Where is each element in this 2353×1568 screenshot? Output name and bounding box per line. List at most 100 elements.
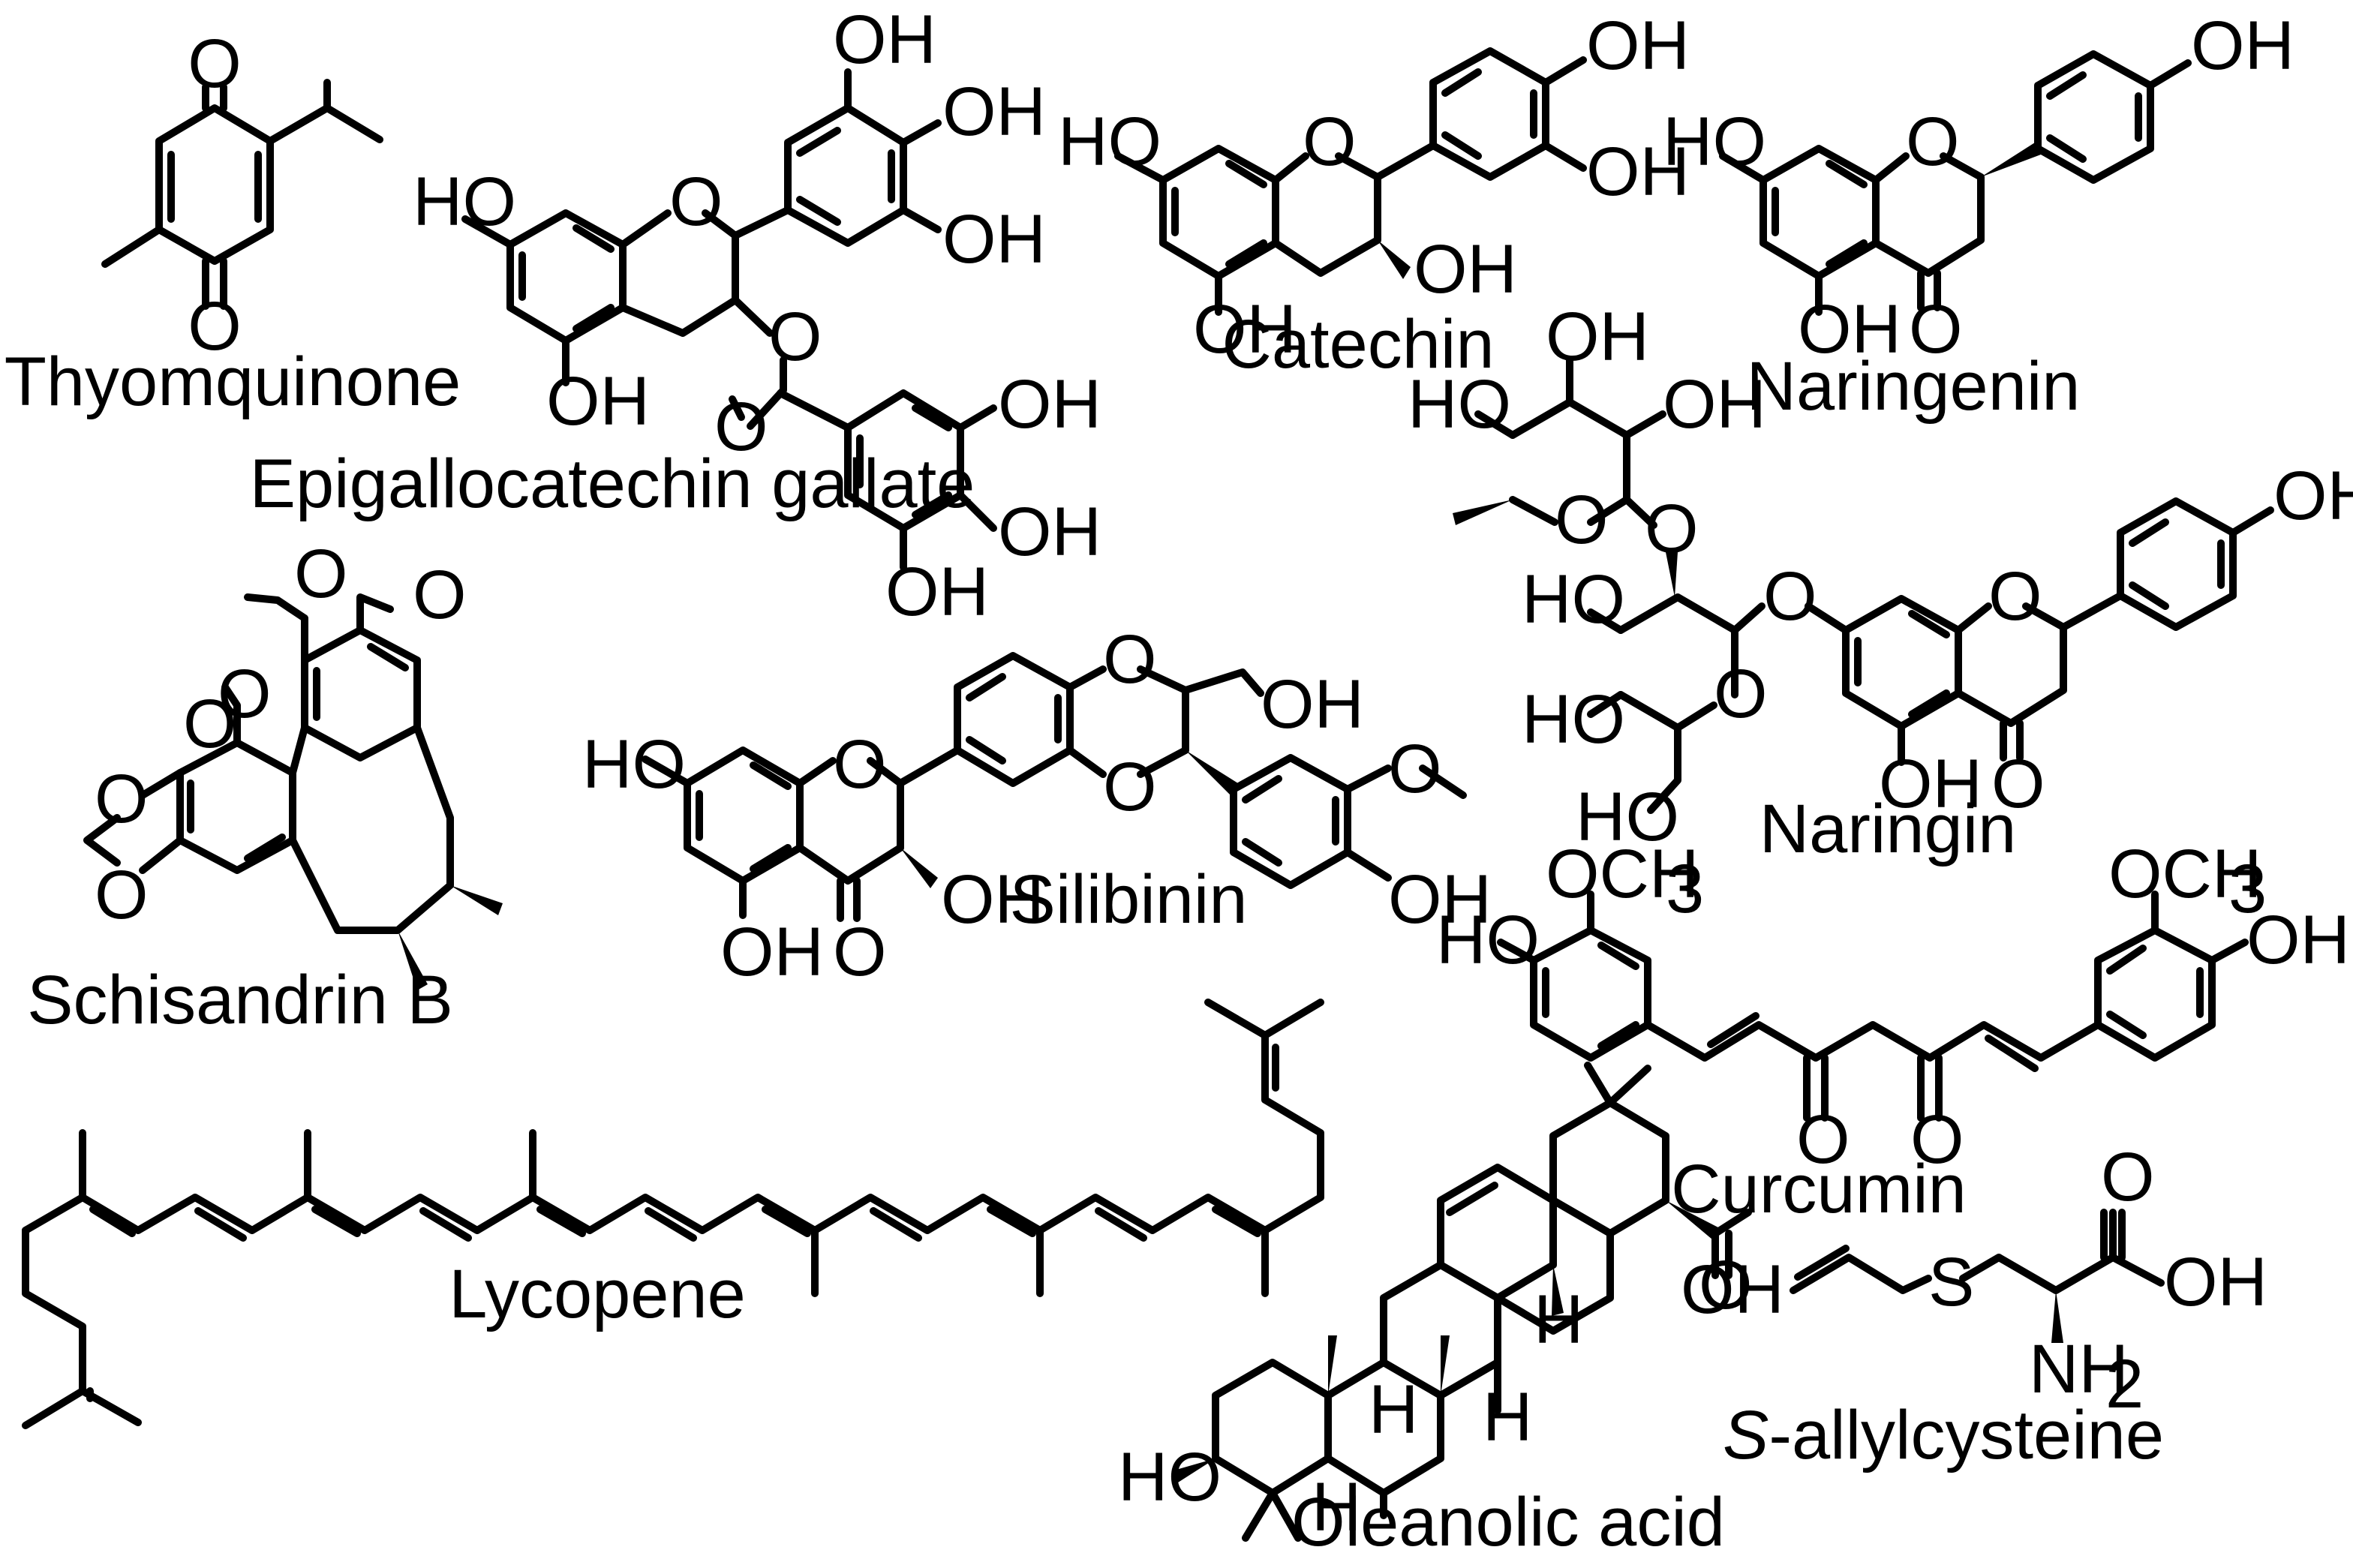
compound-name-lycopene: Lycopene — [449, 1256, 746, 1332]
naringenin-structure: HO O OH OH O Naringenin — [1663, 8, 2294, 425]
oxygen-label: O — [714, 389, 768, 465]
oxygen-label: O — [669, 164, 723, 240]
subscript-label: 3 — [2228, 851, 2267, 927]
oxygen-label: O — [1763, 558, 1817, 635]
hydroxyl-label: HO — [1522, 561, 1625, 638]
hydroxyl-label: HO — [582, 726, 686, 803]
curcumin-structure: OCH 3 HO OCH 3 OH O O Curcumin — [1436, 836, 2350, 1227]
hydroxyl-label: OH — [2246, 902, 2350, 978]
dioxole-oxygen-label: O — [95, 761, 149, 837]
compound-name-schisandrin-b: Schisandrin B — [27, 962, 453, 1038]
hydroxyl-label: OH — [1193, 291, 1297, 368]
hydroxyl-label: OH — [998, 494, 1101, 570]
subscript-label: 3 — [1666, 851, 1704, 927]
compound-name-catechin: Catechin — [1222, 306, 1494, 383]
hydroxyl-label: HO — [413, 164, 516, 240]
compound-name-curcumin: Curcumin — [1671, 1151, 1967, 1227]
hydrogen-label: H — [1312, 1469, 1361, 1545]
oxygen-label: O — [1103, 749, 1157, 825]
oxygen-label: O — [1303, 104, 1357, 180]
carboxyl-hydroxyl-label: OH — [2164, 1244, 2267, 1320]
compound-name-egcg: Epigallocatechin gallate — [250, 446, 975, 522]
methoxy-oxygen-label: O — [218, 656, 272, 732]
thymoquinone-structure: O O Thyomquinone — [5, 26, 461, 420]
hydroxyl-label: OH — [1388, 861, 1492, 938]
methoxy-oxygen-label: O — [1388, 731, 1442, 807]
methoxy-label: OCH — [2108, 836, 2261, 912]
hydroxyl-label: OH — [885, 554, 989, 630]
oxygen-label: O — [833, 914, 887, 990]
hydroxyl-label: HO — [1058, 104, 1161, 180]
oxygen-label: O — [1906, 104, 1960, 180]
name-italic-part: S — [1723, 1397, 1769, 1473]
hydroxyl-label: OH — [1261, 666, 1364, 743]
hydroxyl-label: HO — [1576, 779, 1679, 855]
oxygen-label: O — [768, 299, 822, 375]
subscript-label: 2 — [2105, 1346, 2144, 1422]
carbonyl-oxygen-label: O — [2101, 1139, 2155, 1215]
hydroxyl-label: OH — [1586, 134, 1690, 210]
catechin-structure: HO O OH OH OH OH Catechin — [1058, 8, 1690, 383]
carboxyl-hydroxyl-label: OH — [1681, 1251, 1784, 1328]
methoxy-oxygen-label: O — [294, 536, 348, 612]
amine-label: NH — [2029, 1331, 2129, 1407]
hydroxyl-label: HO — [1663, 104, 1766, 180]
compound-name-silibinin: Silibinin — [1009, 861, 1247, 938]
hydroxyl-label: OH — [2191, 8, 2294, 84]
compound-name-thymoquinone: Thyomquinone — [5, 344, 461, 420]
oxygen-label: O — [1988, 558, 2042, 635]
hydroxyl-label: OH — [1586, 8, 1690, 84]
oxygen-label: O — [188, 26, 242, 102]
dioxole-oxygen-label: O — [95, 857, 149, 933]
oxygen-label: O — [1714, 656, 1768, 732]
oxygen-label: O — [1909, 291, 1963, 368]
hydroxyl-label: OH — [546, 363, 650, 440]
ketone-oxygen-label: O — [1796, 1101, 1850, 1178]
egcg-structure: HO O OH OH OH O O OH OH OH OH Epigalloca… — [250, 2, 1101, 630]
hydroxyl-label: OH — [998, 366, 1101, 443]
name-rest-part: -allylcysteine — [1769, 1397, 2164, 1473]
hydroxyl-label: HO — [1118, 1439, 1222, 1515]
hydrogen-label: H — [1369, 1371, 1418, 1448]
oxygen-label: O — [833, 726, 887, 803]
hydroxyl-label: OH — [1546, 299, 1649, 375]
schisandrin-b-structure: O O O O O O Schisandrin B — [27, 536, 503, 1038]
hydrogen-label: H — [1483, 1379, 1532, 1455]
hydroxyl-label: OH — [720, 914, 824, 990]
hydroxyl-label: OH — [833, 2, 936, 78]
hydroxyl-label: OH — [2273, 458, 2353, 534]
hydroxyl-label: OH — [941, 861, 1044, 938]
oxygen-label: O — [1991, 746, 2045, 822]
oxygen-label: O — [188, 288, 242, 365]
ketone-oxygen-label: O — [1910, 1101, 1964, 1178]
naringin-structure: OH HO OH O O HO O HO O HO O OH OH O Nari… — [1408, 299, 2353, 867]
hydroxyl-label: OH — [1663, 366, 1766, 443]
hydroxyl-label: HO — [1436, 902, 1540, 978]
hydroxyl-label: HO — [1408, 366, 1511, 443]
oleanolic-acid-structure: OH O H H H HO H Oleanolic acid — [1118, 1062, 1784, 1560]
hydrogen-label: H — [1534, 1281, 1583, 1358]
silibinin-structure: HO O O O OH O OH OH O OH Silibinin — [582, 621, 1492, 990]
methoxy-oxygen-label: O — [183, 686, 237, 762]
sulfur-label: S — [1928, 1244, 1974, 1320]
methoxy-label: OCH — [1546, 836, 1699, 912]
compound-name-naringin: Naringin — [1759, 791, 2017, 867]
oxygen-label: O — [1103, 621, 1157, 698]
methoxy-oxygen-label: O — [413, 557, 467, 633]
hydroxyl-label: OH — [1414, 231, 1517, 308]
hydroxyl-label: OH — [942, 201, 1046, 278]
compound-name-s-allylcysteine: S-allylcysteine — [1723, 1397, 2164, 1473]
hydroxyl-label: OH — [1798, 291, 1901, 368]
s-allylcysteine-structure: O OH S NH 2 S-allylcysteine — [1723, 1139, 2267, 1473]
hydroxyl-label: OH — [1879, 746, 1982, 822]
oxygen-label: O — [1555, 482, 1609, 558]
oxygen-label: O — [1645, 491, 1699, 567]
compound-name-oleanolic-acid: Oleanolic acid — [1291, 1484, 1725, 1560]
hydroxyl-label: HO — [1522, 681, 1625, 758]
compound-name-naringenin: Naringenin — [1747, 348, 2081, 425]
hydroxyl-label: OH — [942, 74, 1046, 150]
lycopene-structure: Lycopene — [22, 999, 1324, 1429]
carbonyl-oxygen-label: O — [1699, 1247, 1753, 1323]
